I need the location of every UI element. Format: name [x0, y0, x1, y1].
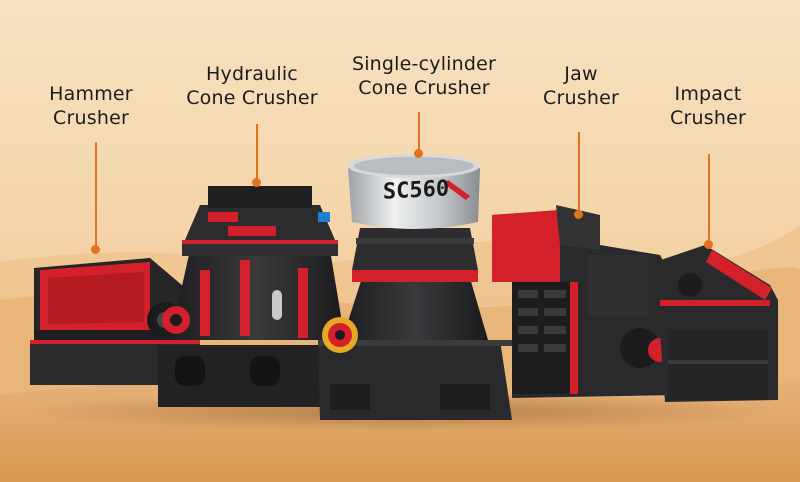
label-hammer-crusher: Hammer Crusher — [36, 82, 146, 130]
leader-dot-jaw — [574, 210, 583, 219]
single-cylinder-cone-crusher-machine — [318, 154, 512, 420]
hydraulic-cone-crusher-machine — [158, 186, 345, 407]
label-hammer-line1: Hammer — [49, 83, 133, 105]
leader-dot-impact — [704, 240, 713, 249]
label-impact-crusher: Impact Crusher — [656, 82, 760, 130]
label-single-line2: Cone Crusher — [358, 77, 490, 99]
label-hydraulic-line2: Cone Crusher — [186, 87, 318, 109]
leader-line-hydraulic — [256, 124, 258, 180]
leader-dot-hammer — [91, 245, 100, 254]
model-plate-text: SC560 — [382, 176, 450, 205]
leader-line-hammer — [95, 142, 97, 248]
leader-line-single — [418, 112, 420, 152]
leader-line-jaw — [578, 132, 580, 212]
label-impact-line2: Crusher — [670, 107, 746, 129]
label-hydraulic-line1: Hydraulic — [206, 63, 298, 85]
jaw-crusher-machine — [492, 205, 680, 398]
label-jaw-line1: Jaw — [564, 63, 598, 85]
label-hydraulic-cone-crusher: Hydraulic Cone Crusher — [172, 62, 332, 110]
leader-dot-hydraulic — [252, 178, 261, 187]
leader-dot-single — [414, 149, 423, 158]
label-impact-line1: Impact — [674, 83, 742, 105]
label-single-line1: Single-cylinder — [351, 53, 497, 75]
label-jaw-crusher: Jaw Crusher — [536, 62, 626, 110]
leader-line-impact — [708, 154, 710, 242]
label-hammer-line2: Crusher — [53, 107, 129, 129]
label-single-cylinder-cone-crusher: Single-cylinder Cone Crusher — [333, 52, 515, 100]
impact-crusher-machine — [655, 245, 778, 402]
label-jaw-line2: Crusher — [543, 87, 619, 109]
